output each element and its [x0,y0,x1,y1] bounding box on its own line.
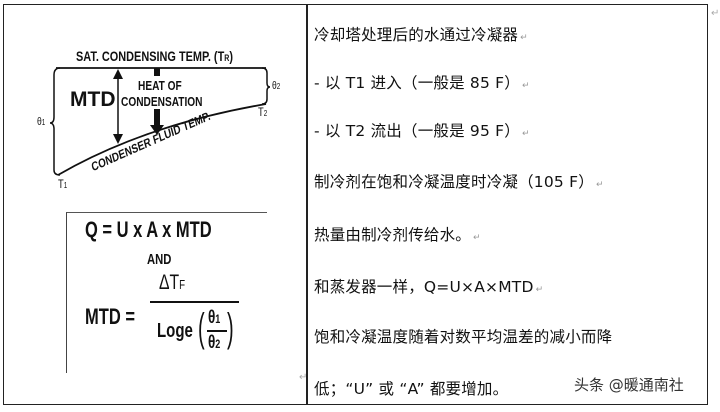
mtd-label: MTD [70,88,116,111]
column-divider [306,4,308,405]
t2-label: T2 [258,105,268,119]
paren-left: ( [198,306,205,350]
fraction-bar [150,301,239,303]
theta-den: θ2 [208,332,221,352]
text-line-1: 冷却塔处理后的水通过冷凝器↵ [314,26,528,44]
text-line-3: - 以 T2 流出（一般是 95 F）↵ [314,122,530,140]
mtd-lhs: MTD = [85,304,135,329]
and-label: AND [147,251,172,268]
heat-of-label: HEAT OF [138,78,182,93]
text-line-8: 低；“U” 或 “A” 都要增加。 [314,380,509,398]
theta1-label: θ1 [37,116,46,128]
numerator: ΔTF [159,271,186,294]
condensation-label: CONDENSATION [121,94,203,109]
q-equation: Q = U x A x MTD [85,217,212,242]
t1-label: T1 [58,177,68,191]
sat-condensing-temp-label: SAT. CONDENSING TEMP. (TR) [76,48,233,64]
text-line-5: 热量由制冷剂传给水。↵ [314,226,481,244]
paren-right: ) [227,306,234,350]
text-line-7: 饱和冷凝温度随着对数平均温差的减小而降 [314,328,613,346]
text-line-2: - 以 T1 进入（一般是 85 F）↵ [314,74,530,92]
cell-end-mark: ↵ [299,372,308,383]
text-line-6: 和蒸发器一样，Q=U×A×MTD↵ [314,278,544,296]
mtd-diagram: SAT. CONDENSING TEMP. (TR) MTD HEAT OF C… [4,5,306,205]
theta2-label: θ2 [272,80,281,92]
diagram-lines [49,67,271,176]
right-cell: 冷却塔处理后的水通过冷凝器↵ - 以 T1 进入（一般是 85 F）↵ - 以 … [308,5,708,404]
inner-fraction-bar [207,330,227,332]
formula-box: Q = U x A x MTD AND MTD = ΔTF Loge ( θ1 … [66,212,267,373]
row-end-mark: ↵ [711,8,720,19]
left-cell: SAT. CONDENSING TEMP. (TR) MTD HEAT OF C… [4,5,306,404]
theta-num: θ1 [208,307,221,327]
text-line-4: 制冷剂在饱和冷凝温度时冷凝（105 F）↵ [314,173,604,191]
log-label: Loge [157,320,193,342]
table-border [3,4,708,405]
watermark: 头条 @暖通南社 [574,376,684,394]
